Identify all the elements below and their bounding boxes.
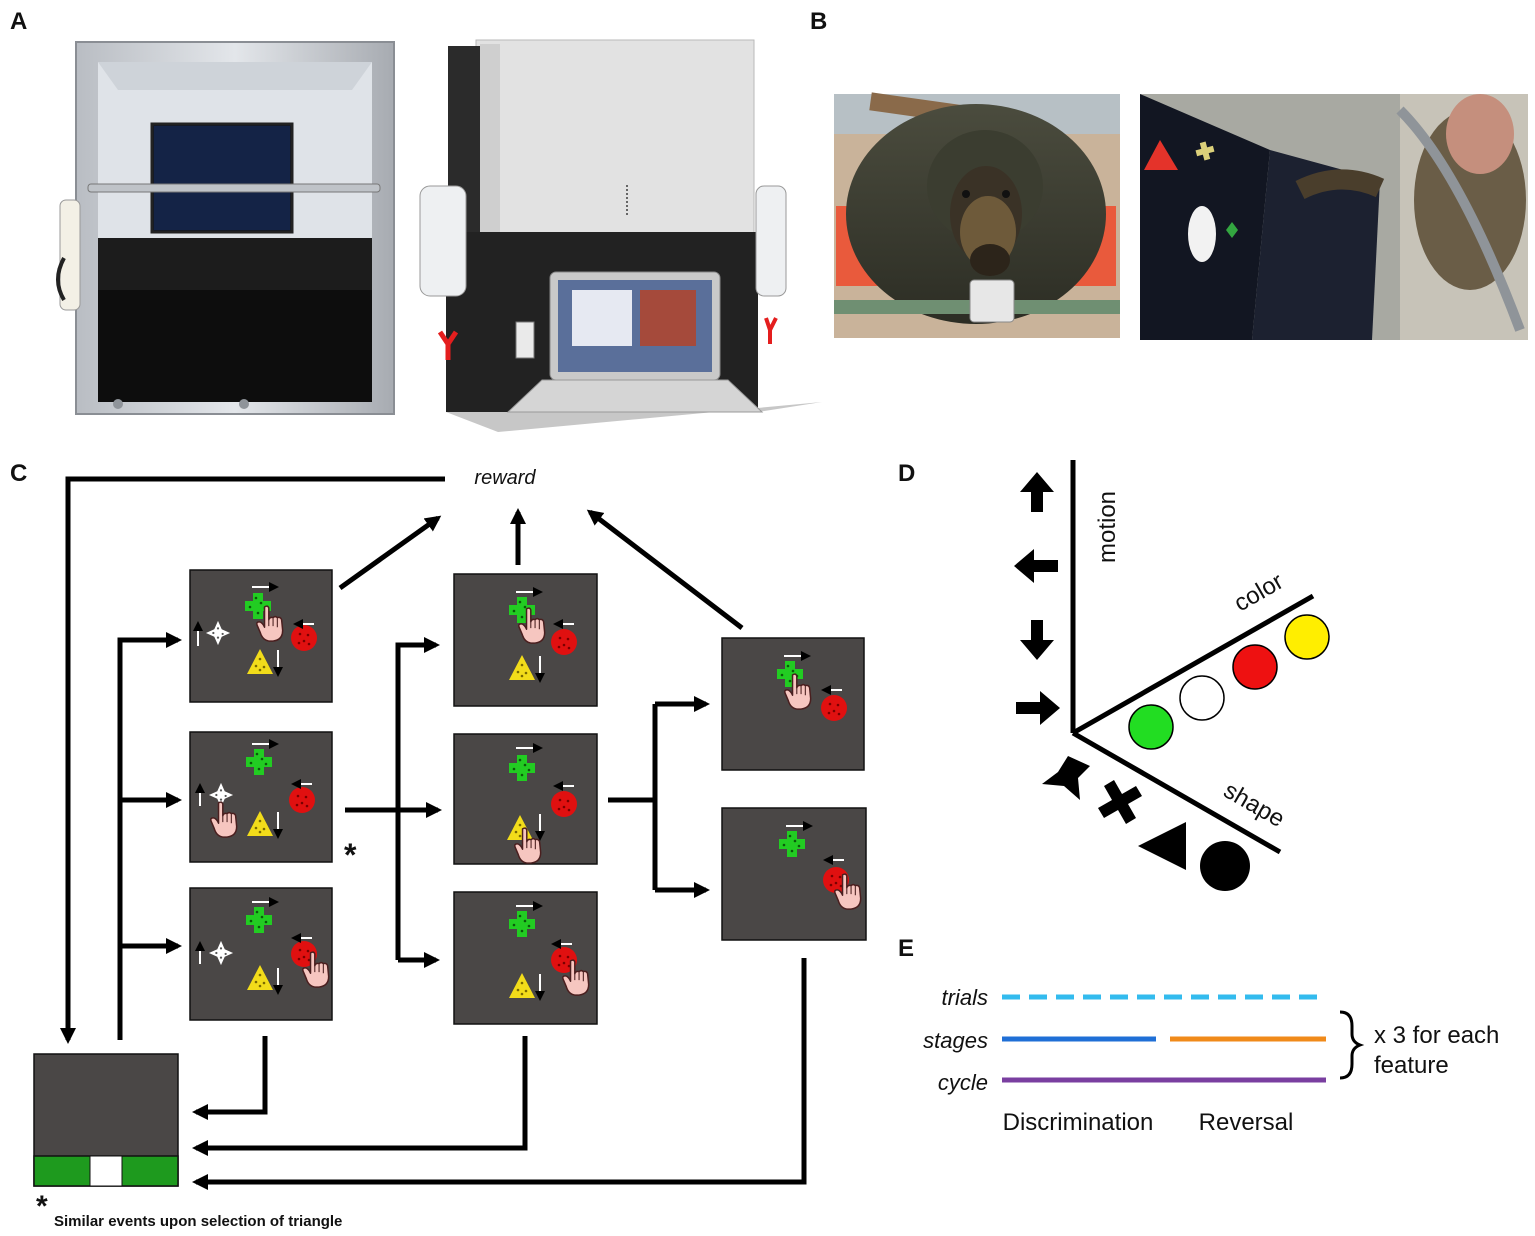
circle-shape-icon	[1200, 841, 1250, 891]
cross-shape-icon	[1098, 780, 1142, 824]
phase-label-reversal: Reversal	[1199, 1109, 1294, 1136]
task-screen-4	[453, 573, 598, 707]
motion-left-arrow-icon	[1014, 549, 1058, 583]
start-screen	[33, 1053, 179, 1187]
circle-stimulus-icon	[289, 787, 315, 813]
circle-stimulus-icon	[551, 629, 577, 655]
schedule-rows: trials stages cycle	[923, 985, 1326, 1095]
phase-label-discrimination: Discrimination	[1003, 1109, 1154, 1136]
photo-apparatus-open	[419, 39, 822, 432]
row-label-stages: stages	[923, 1028, 988, 1053]
yellow-color-sample	[1284, 614, 1330, 660]
task-screen-1	[189, 569, 333, 703]
task-screen-3	[189, 887, 333, 1021]
footnote-text: Similar events upon selection of triangl…	[54, 1213, 342, 1230]
task-screen-6	[453, 891, 598, 1025]
task-screen-2	[189, 731, 333, 863]
red-color-sample	[1232, 644, 1278, 690]
circle-stimulus-icon	[291, 625, 317, 651]
star-shape-icon	[1042, 756, 1090, 800]
triangle-shape-icon	[1138, 822, 1186, 870]
photo-monkey-front	[834, 92, 1120, 338]
motion-samples	[1014, 472, 1060, 725]
repeat-brace	[1339, 1010, 1365, 1080]
circle-stimulus-icon	[821, 695, 847, 721]
shape-samples	[1042, 756, 1250, 891]
photo-monkey-touchscreen	[1140, 94, 1528, 340]
reward-label: reward	[474, 467, 536, 489]
photo-apparatus-front	[56, 41, 395, 415]
panel-label-e: E	[898, 935, 915, 962]
feature-axes	[1070, 460, 1315, 855]
row-label-cycle: cycle	[938, 1070, 988, 1095]
repeat-note-line2: feature	[1374, 1052, 1449, 1079]
panel-label-b: B	[810, 8, 828, 35]
motion-down-arrow-icon	[1020, 620, 1054, 660]
repeat-note-line1: x 3 for each	[1374, 1022, 1499, 1049]
task-screen-7	[721, 637, 865, 771]
motion-up-arrow-icon	[1020, 472, 1054, 512]
task-screen-5	[453, 733, 598, 865]
axis-label-motion: motion	[1094, 491, 1121, 563]
row-label-trials: trials	[942, 985, 988, 1010]
task-screen-8	[721, 807, 867, 941]
axis-label-color: color	[1230, 568, 1289, 617]
similar-events-asterisk: *	[344, 837, 357, 873]
white-color-sample	[1179, 675, 1225, 721]
panel-label-a: A	[10, 8, 28, 35]
circle-stimulus-icon	[551, 791, 577, 817]
motion-right-arrow-icon	[1016, 691, 1060, 725]
panel-label-c: C	[10, 460, 28, 487]
panel-label-d: D	[898, 460, 916, 487]
start-button-square	[89, 1155, 123, 1187]
flow-arrows	[60, 476, 807, 1190]
green-color-sample	[1128, 704, 1174, 750]
footnote-asterisk: *	[36, 1190, 48, 1223]
color-samples	[1128, 614, 1330, 750]
